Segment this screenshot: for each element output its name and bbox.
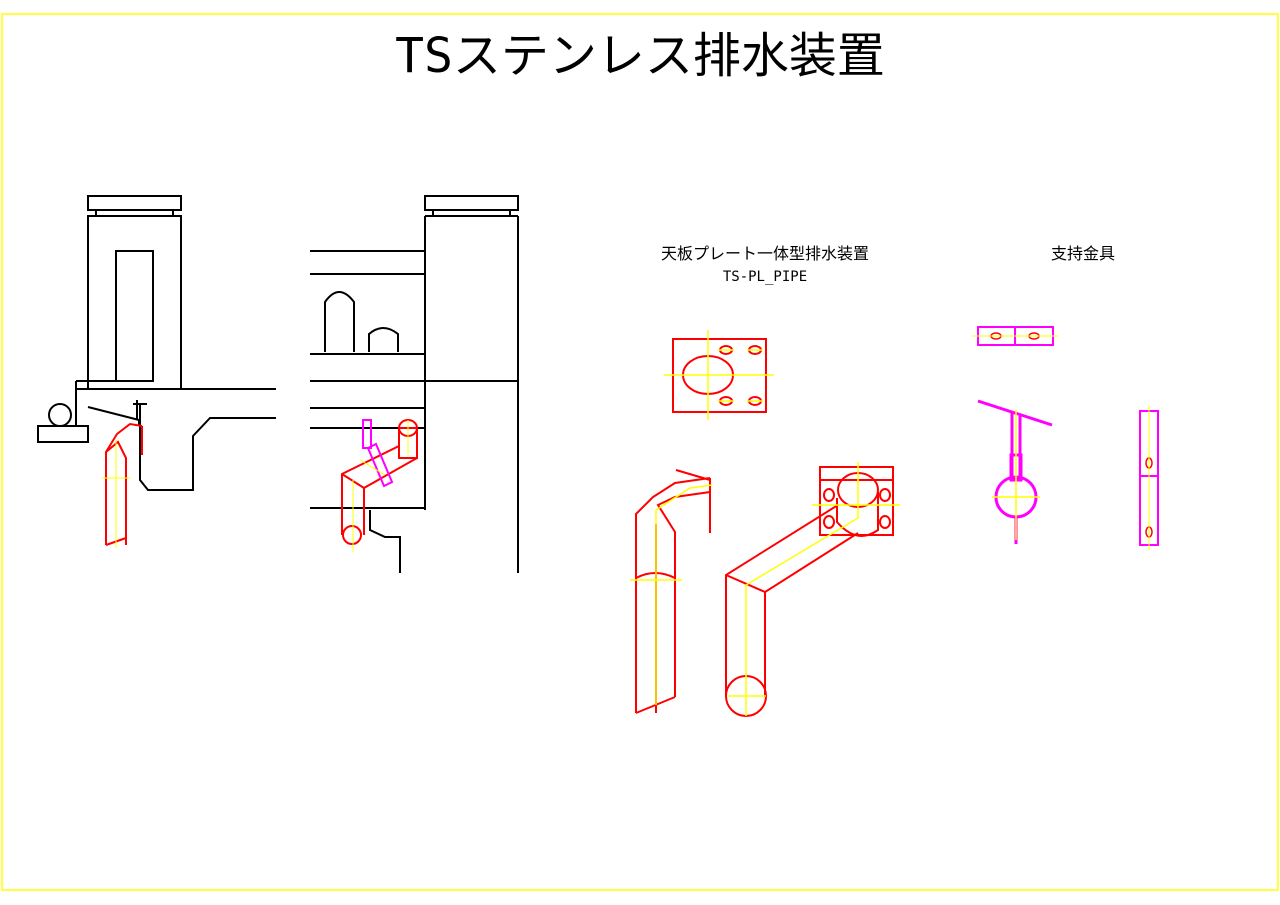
parapet-cap-right xyxy=(424,195,519,211)
drawing-title: TSステンレス排水装置 xyxy=(395,28,885,84)
pipe-iso-vertical xyxy=(635,469,711,714)
tank-short xyxy=(368,327,399,352)
integrated-device-code: TS-PL_PIPE xyxy=(723,269,807,285)
roller-left xyxy=(48,403,72,427)
section-view-left xyxy=(37,195,276,491)
drain-pipe-left xyxy=(105,422,143,546)
parapet-opening-left xyxy=(115,250,154,382)
top-plate-centerlines xyxy=(664,330,774,420)
tank-tall xyxy=(324,291,355,352)
sheet-border xyxy=(1,13,1279,891)
drain-centerline-middle xyxy=(352,420,409,552)
parapet-cap-left xyxy=(87,195,182,211)
integrated-device-label: 天板プレート一体型排水装置 xyxy=(661,244,869,263)
support-bracket-label: 支持金具 xyxy=(1051,244,1115,263)
bracket-middle xyxy=(362,419,394,488)
support-bracket-elevation xyxy=(977,399,1053,544)
support-bracket-elevation-centerline xyxy=(992,410,1040,540)
section-view-middle xyxy=(310,195,519,573)
pipe-iso-vertical-centerline xyxy=(630,484,713,705)
pipe-outlet-middle xyxy=(342,525,362,545)
pipe-iso-offset-centerline xyxy=(728,462,900,716)
parapet-wall-left xyxy=(87,215,182,390)
anchor-plate-left xyxy=(37,425,89,443)
drain-centerline-left xyxy=(102,440,130,548)
